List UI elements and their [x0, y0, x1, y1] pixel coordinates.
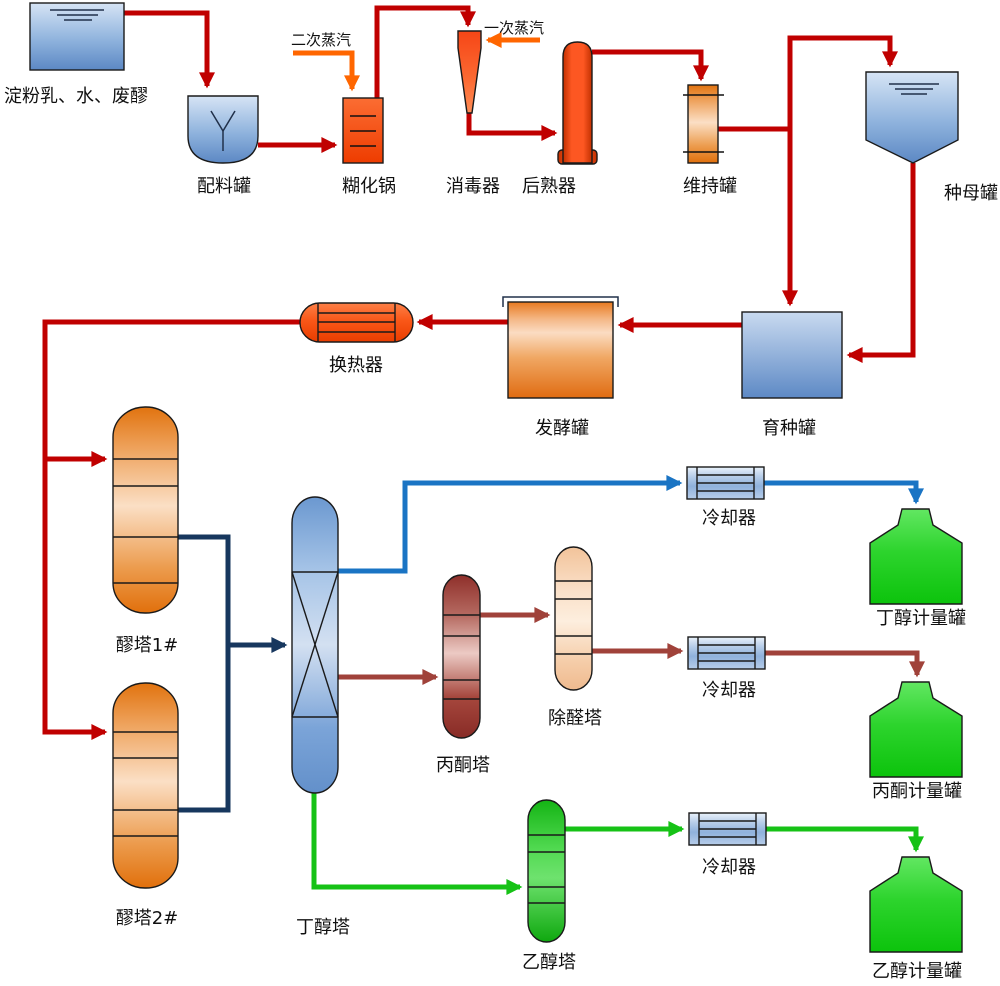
pipe-cooler1-to-butanol-tank — [764, 480, 925, 505]
pipes-mash — [178, 534, 288, 813]
pipes-ethanol — [311, 790, 925, 896]
after-ripener — [557, 41, 598, 165]
mash-tower-1 — [112, 406, 179, 614]
cooler-3 — [688, 812, 767, 846]
pipe-gelatinization-to-sterilizer — [374, 5, 477, 98]
cooler-1 — [686, 466, 765, 500]
seed-breeding-tank-label: 育种罐 — [762, 418, 816, 439]
acetone-tower-label: 丙酮塔 — [436, 755, 490, 776]
heating-coil-icon — [350, 115, 376, 147]
pipes-red — [42, 5, 916, 741]
pipes-butanol — [338, 474, 925, 574]
pipe-cooler3-to-ethanol-tank — [763, 826, 925, 853]
fermenter — [502, 296, 619, 399]
tray-lines — [555, 580, 592, 655]
pipe-exchanger-to-mash2 — [42, 319, 300, 741]
ethanol-metering-tank-label: 乙醇计量罐 — [872, 961, 962, 982]
batching-tank — [187, 95, 259, 164]
acetone-metering-tank — [869, 681, 963, 778]
butanol-metering-tank — [869, 508, 963, 605]
holding-tank — [683, 84, 724, 164]
butanol-metering-tank-label: 丁醇计量罐 — [876, 608, 966, 629]
aldehyde-removal-tower — [554, 546, 593, 691]
tube-bundle — [317, 303, 396, 342]
butanol-tower-label: 丁醇塔 — [296, 917, 350, 938]
liquid-surface-icon — [889, 83, 939, 95]
tray-lines — [528, 834, 565, 904]
acetone-metering-tank-label: 丙酮计量罐 — [872, 781, 962, 802]
feed-label: 淀粉乳、水、废醪 — [4, 86, 148, 107]
pipe-butanoltower-to-ethanoltower — [311, 790, 523, 896]
cooler-internals — [697, 637, 756, 669]
tray-lines — [113, 731, 178, 837]
ethanol-tower — [527, 799, 566, 943]
packing-section-x — [291, 571, 339, 718]
agitator-icon — [210, 110, 236, 151]
acetone-tower — [442, 574, 481, 739]
pipe-secondary-steam — [293, 50, 361, 92]
pipes-steam — [293, 31, 540, 92]
sterilizer-label: 消毒器 — [446, 176, 500, 197]
pipe-mash-towers-header — [178, 534, 231, 813]
seed-breeding-tank — [741, 311, 843, 399]
gelatinization-pot — [342, 97, 384, 164]
pipe-feed-to-batching — [124, 10, 216, 89]
pipe-ripener-to-holding — [592, 49, 710, 82]
ethanol-tower-label: 乙醇塔 — [522, 952, 576, 973]
heat-exchanger — [299, 302, 414, 343]
fermenter-top-bracket — [502, 296, 619, 307]
cooler-3-label: 冷却器 — [702, 857, 756, 878]
cooler-internals — [696, 467, 755, 499]
pipe-sterilizer-to-ripener — [466, 113, 558, 142]
cooler-internals — [698, 813, 757, 845]
pipe-seedmother-to-breeding — [846, 163, 916, 364]
butanol-tower — [291, 496, 339, 794]
cooler-2-label: 冷却器 — [702, 680, 756, 701]
ethanol-metering-tank — [869, 856, 963, 953]
feed-tank — [29, 2, 125, 71]
pipes-acetone — [338, 606, 926, 686]
aldehyde-removal-tower-label: 除醛塔 — [548, 708, 602, 729]
cooler-1-label: 冷却器 — [702, 508, 756, 529]
after-ripener-label: 后熟器 — [522, 176, 576, 197]
mash-tower-2 — [112, 682, 179, 889]
pipe-cooler2-to-acetone-tank — [765, 650, 926, 678]
pipe-butanoltower-to-cooler1 — [338, 474, 683, 574]
mash-tower-2-label: 醪塔2# — [116, 908, 179, 929]
seed-mother-tank — [865, 71, 959, 164]
batching-tank-label: 配料罐 — [197, 176, 251, 197]
holding-tank-label: 维持罐 — [683, 176, 737, 197]
mash-tower-1-label: 醪塔1# — [116, 635, 179, 656]
cooler-2 — [687, 636, 766, 670]
secondary-steam-label: 二次蒸汽 — [291, 31, 351, 49]
fermenter-label: 发酵罐 — [535, 418, 589, 439]
sterilizer — [457, 30, 482, 114]
tray-lines — [113, 458, 178, 584]
pipe-to-seed-mother — [787, 35, 899, 129]
primary-steam-label: 一次蒸汽 — [484, 19, 544, 37]
liquid-surface-icon — [50, 9, 104, 21]
heat-exchanger-label: 换热器 — [329, 355, 383, 376]
seed-mother-tank-label: 种母罐 — [944, 183, 998, 204]
gelatinization-pot-label: 糊化锅 — [342, 176, 396, 197]
tray-lines — [443, 614, 480, 700]
flange-lines — [683, 94, 724, 153]
